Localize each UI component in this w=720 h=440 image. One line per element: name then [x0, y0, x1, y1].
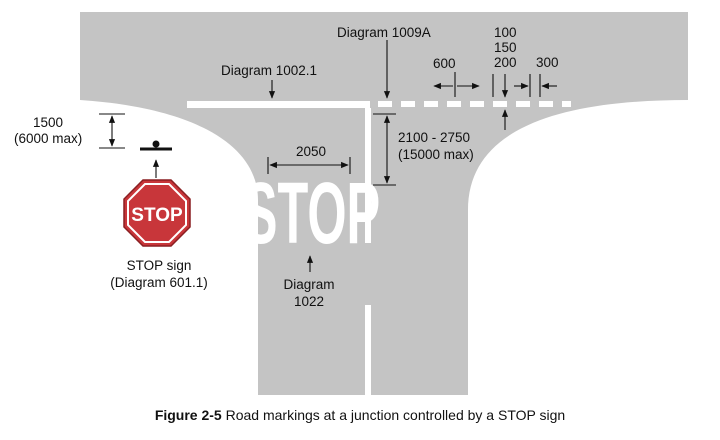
label-300: 300 [536, 55, 559, 70]
label-1022: 1022 [294, 294, 324, 309]
stop-line-marking [187, 101, 370, 108]
centre-line-lower [365, 305, 371, 395]
stop-sign-icon: STOP [123, 179, 191, 247]
label-diagram-601-1: (Diagram 601.1) [110, 275, 208, 290]
label-2100-2750: 2100 - 2750 [398, 130, 470, 145]
label-150: 150 [494, 40, 517, 55]
sign-post-symbol [140, 140, 172, 151]
label-1500: 1500 [33, 115, 63, 130]
label-diagram-1022: Diagram [283, 277, 334, 292]
label-2050: 2050 [296, 144, 326, 159]
give-way-dashed-line [378, 101, 571, 107]
stop-sign-text: STOP [131, 205, 183, 226]
label-600: 600 [433, 56, 456, 71]
centre-line-marking [365, 108, 371, 243]
label-6000-max: (6000 max) [14, 131, 82, 146]
label-100: 100 [494, 25, 517, 40]
label-200: 200 [494, 55, 517, 70]
stop-road-marking: STOP [244, 165, 380, 263]
figure-caption: Figure 2-5 Road markings at a junction c… [0, 407, 720, 423]
caption-label: Figure 2-5 [154, 407, 222, 423]
label-15000-max: (15000 max) [398, 147, 474, 162]
caption-text: Road markings at a junction controlled b… [221, 407, 566, 423]
label-stop-sign: STOP sign [127, 258, 192, 273]
label-diagram-1009a: Diagram 1009A [337, 25, 431, 40]
label-diagram-1002-1: Diagram 1002.1 [221, 63, 317, 78]
